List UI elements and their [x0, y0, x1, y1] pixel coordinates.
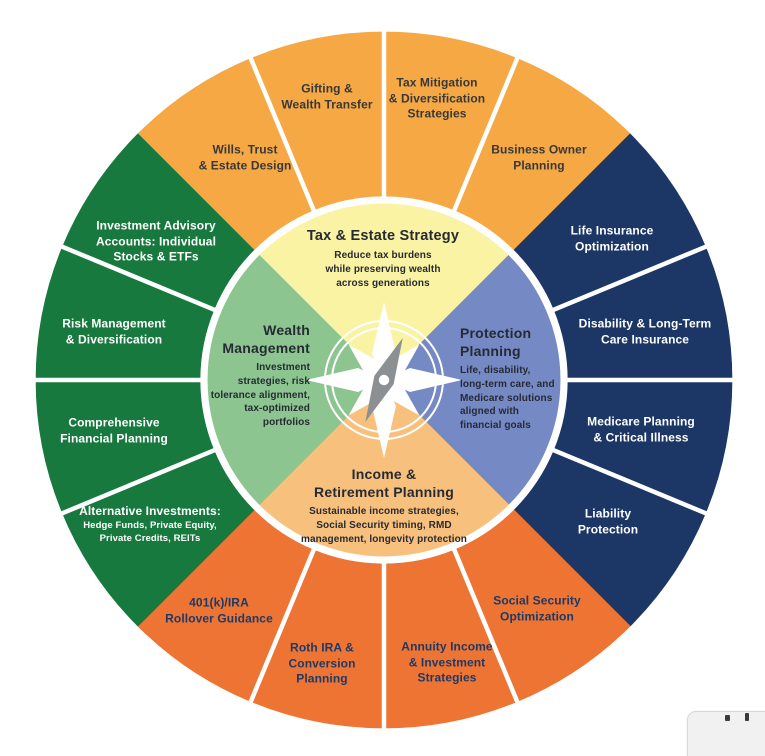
segment-divider — [449, 53, 521, 218]
segment-divider — [57, 445, 222, 517]
quadrant-wedge-wealth-management — [207, 255, 385, 505]
quadrant-wedge-income-retirement-planning — [259, 379, 509, 557]
segment-divider — [546, 445, 711, 517]
segment-divider — [57, 243, 222, 315]
segment-divider — [247, 53, 319, 218]
segment-divider — [546, 243, 711, 315]
segment-divider — [247, 542, 319, 707]
control-glyph-icon — [745, 713, 749, 721]
compass-ray-icon — [384, 368, 462, 392]
floating-control[interactable] — [687, 711, 765, 756]
compass-ray-icon — [348, 344, 384, 380]
quadrant-wedge-protection-planning — [383, 255, 561, 505]
compass-ray-icon — [306, 368, 384, 392]
compass-ray-icon — [384, 380, 420, 416]
compass-needle-hub — [378, 374, 390, 386]
control-glyph-icon — [725, 715, 730, 721]
segment-divider — [449, 542, 521, 707]
quadrant-wedge-tax-estate-strategy — [259, 203, 509, 381]
